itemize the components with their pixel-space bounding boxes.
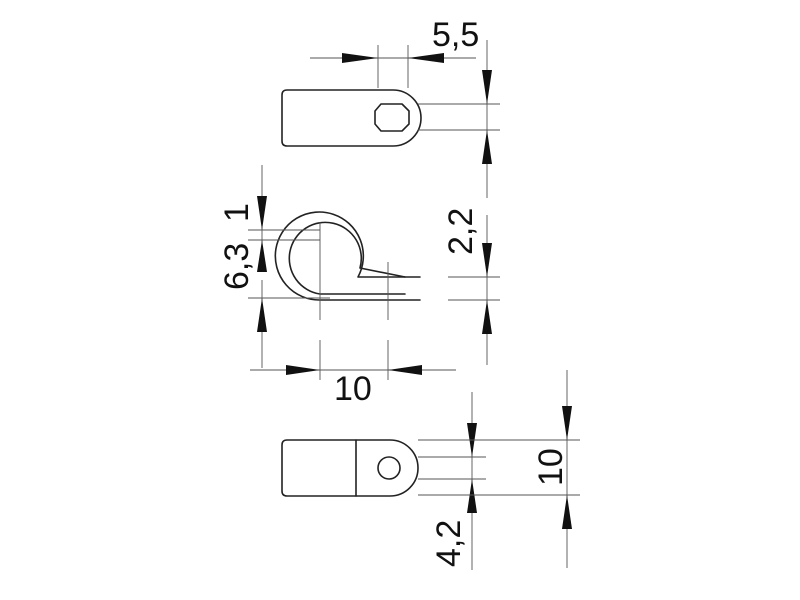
top-view-slot xyxy=(374,103,410,132)
dimension-top-width: 5,5 xyxy=(310,16,479,88)
dimension-bottom-width: 10 xyxy=(418,370,580,568)
dimension-side-length: 10 xyxy=(250,340,456,408)
bottom-view-outline xyxy=(281,439,419,497)
side-view-inner-profile xyxy=(288,221,406,295)
side-view-outer-profile xyxy=(274,211,421,301)
dim-label-bottom-width: 10 xyxy=(532,448,570,486)
dimension-bottom-hole: 4,2 xyxy=(418,392,486,570)
dimension-top-height xyxy=(418,40,500,198)
dim-label-side-diameter: 6,3 xyxy=(218,243,256,290)
dimension-side-thickness: 1 xyxy=(218,165,320,272)
dim-label-top-width: 5,5 xyxy=(432,16,479,54)
dimension-top-height-label: 2,2 xyxy=(442,208,500,365)
top-view-outline xyxy=(281,89,422,147)
top-view xyxy=(281,89,422,147)
dim-label-bottom-hole: 4,2 xyxy=(430,520,468,567)
dim-label-side-length: 10 xyxy=(334,370,372,408)
side-view xyxy=(274,211,421,320)
dim-label-top-height: 2,2 xyxy=(442,208,480,255)
dim-label-side-thickness: 1 xyxy=(218,203,256,222)
dimension-side-diameter: 6,3 xyxy=(218,243,330,368)
bottom-view-hole xyxy=(377,456,401,480)
bottom-view xyxy=(281,439,419,497)
